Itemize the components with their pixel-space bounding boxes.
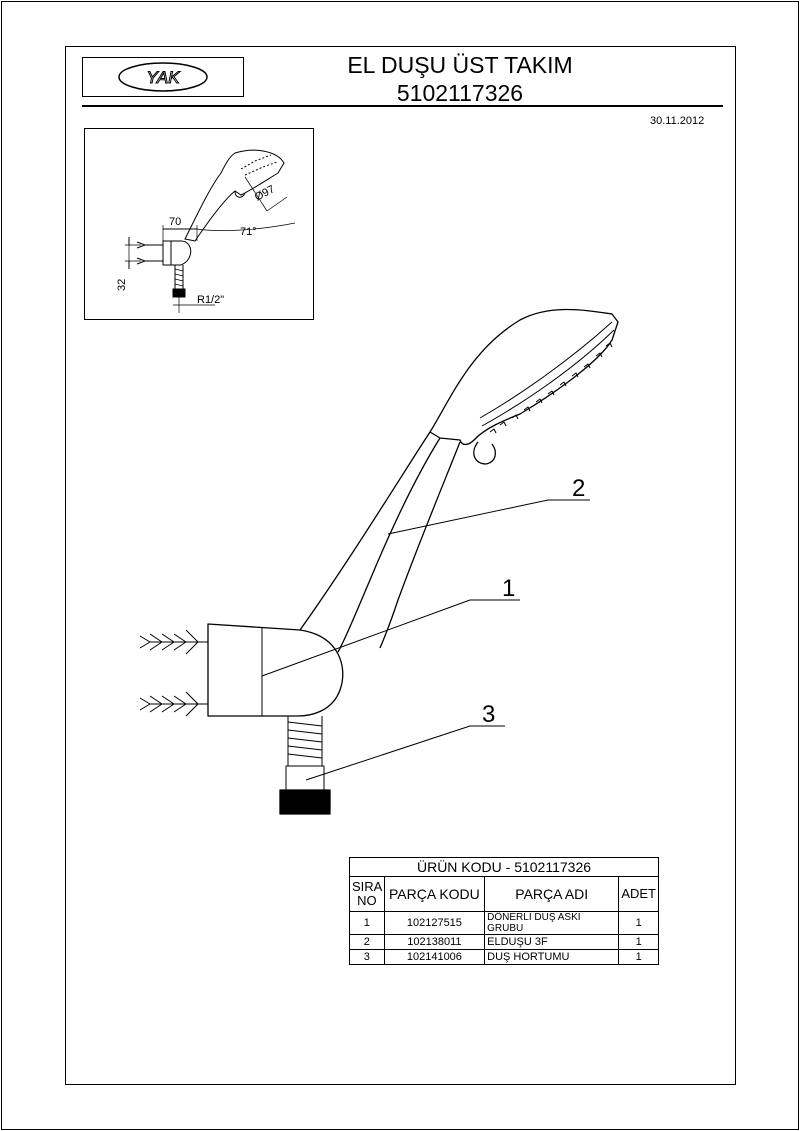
row-code: 102141006 bbox=[383, 949, 486, 965]
dim-angle-label: 71° bbox=[240, 226, 257, 238]
header-no: SIRA NO bbox=[349, 876, 385, 912]
header-name: PARÇA ADI bbox=[484, 876, 620, 912]
leader-1 bbox=[261, 599, 520, 677]
hose-nut bbox=[279, 789, 331, 815]
dim-thread-label: R1/2" bbox=[197, 294, 224, 306]
table-row: 1 102127515 DÖNERLİ DUŞ ASKI GRUBU 1 bbox=[349, 911, 659, 935]
logo-box: YAK bbox=[82, 57, 244, 97]
product-code: 5102117326 bbox=[396, 80, 524, 106]
wall-plugs bbox=[139, 629, 208, 717]
logo-text: YAK bbox=[146, 68, 180, 87]
row-qty: 1 bbox=[618, 911, 659, 935]
handle-right-edge bbox=[379, 441, 461, 649]
shower-head-outline bbox=[429, 308, 619, 446]
row-code: 102138011 bbox=[383, 934, 486, 950]
callout-1: 1 bbox=[502, 575, 515, 602]
leader-3 bbox=[305, 725, 505, 781]
leader-2 bbox=[387, 499, 590, 535]
table-row: 2 102138011 ELDUŞU 3F 1 bbox=[349, 934, 659, 950]
title-underline bbox=[82, 105, 723, 107]
yak-logo: YAK bbox=[118, 62, 208, 92]
row-qty: 1 bbox=[618, 949, 659, 965]
parts-table: ÜRÜN KODU - 5102117326 SIRA NO PARÇA KOD… bbox=[349, 857, 659, 965]
dim-height-label: 32 bbox=[116, 279, 128, 291]
row-code: 102127515 bbox=[383, 911, 486, 935]
row-qty: 1 bbox=[618, 934, 659, 950]
drawing-title: EL DUŞU ÜST TAKIM bbox=[347, 52, 573, 78]
hose bbox=[285, 716, 325, 791]
header-code: PARÇA KODU bbox=[383, 876, 486, 912]
nozzles bbox=[489, 342, 613, 434]
row-name: DUŞ HORTUMU bbox=[484, 949, 620, 965]
row-no: 3 bbox=[349, 949, 385, 965]
header-qty: ADET bbox=[618, 876, 659, 912]
drawing-date: 30.11.2012 bbox=[650, 115, 705, 127]
row-name: ELDUŞU 3F bbox=[484, 934, 620, 950]
drawing-frame bbox=[65, 46, 736, 1085]
bracket-body bbox=[207, 623, 344, 717]
hook-ring bbox=[473, 441, 497, 465]
dimension-inset: 70 Ø97 71° 32 R1/2" bbox=[84, 128, 314, 320]
callout-2: 2 bbox=[572, 475, 585, 502]
dim-width-label: 70 bbox=[169, 216, 181, 228]
handle-outline bbox=[299, 431, 431, 631]
row-no: 1 bbox=[349, 911, 385, 935]
parts-table-title: ÜRÜN KODU - 5102117326 bbox=[349, 857, 659, 877]
handle-left-edge bbox=[337, 437, 441, 653]
row-no: 2 bbox=[349, 934, 385, 950]
inset-drawing: 70 Ø97 71° 32 R1/2" bbox=[116, 149, 296, 313]
table-row: 3 102141006 DUŞ HORTUMU 1 bbox=[349, 949, 659, 965]
row-name: DÖNERLİ DUŞ ASKI GRUBU bbox=[484, 911, 620, 935]
callout-3: 3 bbox=[482, 701, 495, 728]
